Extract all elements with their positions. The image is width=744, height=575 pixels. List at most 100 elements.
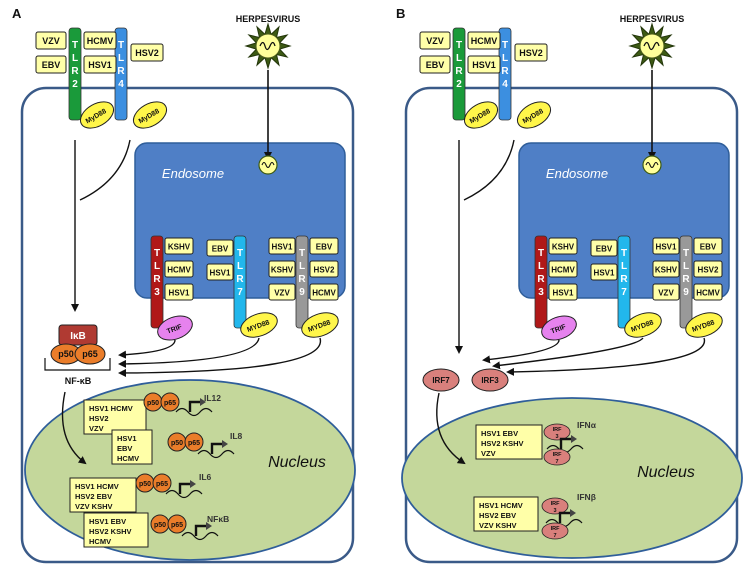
tlr3-label-letter: R	[537, 274, 545, 285]
gene-2-promoter-head	[570, 509, 576, 517]
tlr9-label-letter: 9	[299, 287, 305, 298]
panel-letter: B	[396, 6, 405, 21]
virus-ebv-box	[35, 55, 67, 74]
virus-ebv: EBV	[42, 60, 61, 70]
tlr3-virus-2: HCMV	[167, 266, 191, 275]
tlr7-myd88	[240, 312, 278, 338]
tlr2-myd88	[79, 101, 115, 129]
tlr2-label-letter: 2	[72, 79, 78, 90]
tlr2-myd88	[463, 101, 499, 129]
gene-4-nfkb-p65-label: p65	[171, 522, 183, 529]
tlr2-label-letter: R	[455, 66, 463, 77]
tlr4	[498, 27, 512, 121]
gene-3-nfkb-p65	[152, 473, 172, 493]
tlr2-label-letter: T	[456, 40, 462, 51]
tlr3-label-letter: R	[153, 274, 161, 285]
tlr3-trif	[157, 315, 193, 341]
gene-3-viruses-box	[69, 477, 137, 513]
gene-2-viruses-line: HSV2 EBV	[479, 511, 516, 520]
tlr4-myd88	[516, 101, 552, 129]
tlr9-virus-right-2: HSV2	[314, 266, 335, 275]
gene-3-promoter	[178, 482, 192, 494]
panel-letter: A	[12, 6, 22, 21]
tlr7-virus-1-box	[206, 239, 234, 257]
gene-1-label: IL12	[204, 393, 221, 403]
tlr9-virus-right-1: EBV	[700, 243, 717, 252]
virus-ebv: EBV	[426, 60, 445, 70]
gene-1-viruses-line: VZV	[481, 449, 496, 458]
gene-3-nfkb-p50-label: p50	[139, 481, 151, 488]
gene-4-nfkb-p65	[167, 514, 187, 534]
tlr9-virus-right-1-box	[309, 237, 339, 255]
tlr9-myd88	[685, 312, 723, 338]
tlr3-trif	[541, 315, 577, 341]
tlr9-virus-right-1: EBV	[316, 243, 333, 252]
tlr7-label-letter: 7	[621, 287, 627, 298]
tlr3-label-letter: T	[538, 248, 544, 259]
tlr9-virus-left-1-box	[268, 237, 296, 255]
tlr7-label-letter: 7	[237, 287, 243, 298]
gene-1-label: IFNα	[577, 420, 597, 430]
gene-2-label: IL8	[230, 431, 243, 441]
virus-hsv2: HSV2	[135, 48, 159, 58]
gene-2-viruses-box	[473, 496, 539, 532]
tlr3-label-letter: T	[154, 248, 160, 259]
tlr3	[534, 235, 548, 329]
tlr4-myd88	[132, 101, 168, 129]
tlr9-virus-left-2-box	[268, 260, 296, 278]
gene-2-irf7-label-top: IRF	[551, 526, 561, 532]
virus-vzv: VZV	[426, 36, 444, 46]
tlr3-virus-1-box	[548, 237, 578, 255]
gene-3-nfkb-p65-label: p65	[156, 481, 168, 488]
tlr9-to-nfkb-arrow	[118, 337, 322, 377]
tlr9-virus-right-3-box	[309, 283, 339, 301]
tlr3-virus-1: KSHV	[168, 243, 191, 252]
gene-1-dna	[175, 407, 213, 417]
gene-1-nfkb-p50-label: p50	[147, 400, 159, 407]
tlr9-to-irf-arrow	[506, 337, 706, 376]
tlr2	[68, 27, 82, 121]
gene-2-irf7	[541, 522, 569, 540]
gene-4-label: NFκB	[207, 514, 229, 524]
tlr9-virus-left-3: VZV	[658, 289, 674, 298]
nfkb-p65	[74, 343, 106, 365]
gene-4-viruses-line: HCMV	[89, 537, 111, 546]
virus-hsv1: HSV1	[472, 60, 496, 70]
virus-vzv-box	[419, 31, 451, 50]
tlr3-virus-2: HCMV	[551, 266, 575, 275]
tlr4-label-letter: 4	[118, 79, 124, 90]
gene-3-label: IL6	[199, 472, 212, 482]
gene-2-dna	[197, 449, 235, 459]
gene-4-viruses-box	[83, 512, 149, 548]
gene-1-irf7-label-top: IRF	[553, 452, 563, 458]
gene-2-irf7-label-bottom: 7	[553, 533, 556, 539]
tlr2-label-letter: R	[71, 66, 79, 77]
nucleus-label: Nucleus	[637, 464, 695, 481]
tlr4-label-letter: L	[118, 53, 124, 64]
herpesvirus-capsid	[255, 33, 281, 59]
tlr9-virus-left-3-box	[268, 283, 296, 301]
tlr9-virus-left-3: VZV	[274, 289, 290, 298]
tlr7-virus-2-box	[590, 263, 618, 281]
gene-2-irf3-label-top: IRF	[551, 501, 561, 507]
endosome-virion	[258, 155, 278, 175]
tlr3-virus-2-box	[548, 260, 578, 278]
gene-1-promoter	[559, 437, 573, 449]
tlr7-virus-1: EBV	[212, 245, 229, 254]
tlr9-virus-right-3: HCMV	[312, 289, 336, 298]
tlr7-virus-1-box	[590, 239, 618, 257]
tlr9-label-letter: 9	[683, 287, 689, 298]
gene-2-irf3-label-bottom: 3	[553, 508, 556, 514]
tlr9-label-letter: T	[299, 248, 305, 259]
tlr4-label-letter: R	[501, 66, 509, 77]
tlr3-to-irf-arrow	[482, 339, 560, 364]
tlr7-label-letter: T	[621, 248, 627, 259]
virus-hcmv-box	[83, 31, 117, 50]
gene-2-label: IFNβ	[577, 492, 596, 502]
irf-to-nucleus-arrow	[436, 392, 466, 465]
gene-4-nfkb-p50-label: p50	[154, 522, 166, 529]
gene-1-irf3-label-top: IRF	[553, 427, 563, 433]
gene-3-dna	[165, 489, 203, 499]
